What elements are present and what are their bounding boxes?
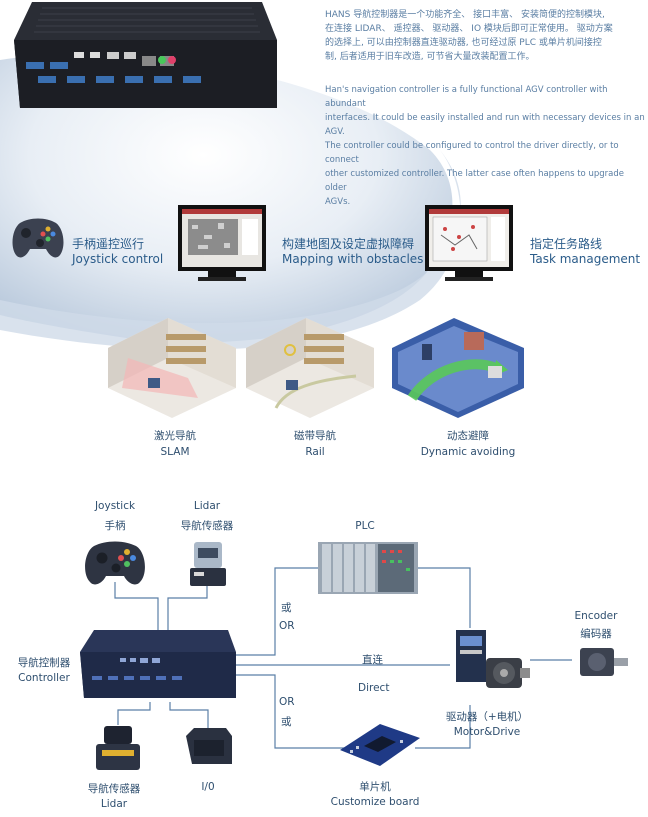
- intro-cn: HANS 导航控制器是一个功能齐全、 接口丰富、 安装简便的控制模块, 在连接 …: [325, 8, 640, 64]
- intro-cn-line: 制, 后者适用于旧车改造, 可节省大量改装配置工作。: [325, 52, 535, 62]
- diagram-direct-cn: 直连: [362, 654, 383, 666]
- feature-joystick-en: Joystick control: [72, 252, 164, 266]
- feature-mapping-cn: 构建地图及设定虚拟障碍: [282, 237, 415, 251]
- diagram-plc-en: PLC: [355, 520, 375, 532]
- diagram-motor-en: Motor&Drive: [453, 726, 521, 738]
- diagram-board-cn: 单片机: [359, 781, 391, 793]
- intro-en-line: interfaces. It could be easily installed…: [325, 113, 645, 137]
- background-swoosh: [0, 54, 461, 350]
- slam-scene-image: [108, 318, 236, 418]
- dynamic-avoid-scene-image: [392, 318, 524, 418]
- gamepad-icon: [85, 541, 145, 585]
- lidar-sensor-image: [190, 542, 226, 586]
- diagram-joystick-en: Joystick: [94, 500, 136, 512]
- diagram-lidar-bottom-cn: 导航传感器: [87, 783, 141, 795]
- plc-image: [318, 542, 418, 594]
- intro-cn-line: 的选择上, 可以由控制器直连驱动器, 也可经过原 PLC 或单片机间接控: [325, 38, 602, 48]
- encoder-image: [580, 648, 628, 676]
- diagram-controller-en: Controller: [18, 672, 70, 684]
- feature-mapping-en: Mapping with obstacles: [282, 252, 424, 266]
- intro-en: Han's navigation controller is a fully f…: [325, 83, 645, 209]
- diagram-or-top-en: OR: [279, 620, 295, 632]
- io-module-image: [186, 728, 232, 764]
- nav-rail-en: Rail: [305, 446, 325, 458]
- nav-slam-cn: 激光导航: [154, 430, 196, 442]
- feature-task-cn: 指定任务路线: [530, 237, 603, 251]
- nav-dynamic-en: Dynamic avoiding: [420, 446, 516, 458]
- diagram-encoder-cn: 编码器: [580, 628, 612, 640]
- diagram-direct-en: Direct: [358, 682, 390, 694]
- diagram-or-top-cn: 或: [281, 602, 292, 614]
- intro-en-line: The controller could be configured to co…: [325, 141, 619, 165]
- diagram-motor-cn: 驱动器（+电机）: [445, 711, 529, 723]
- diagram-board-en: Customize board: [330, 796, 420, 808]
- rail-scene-image: [246, 318, 374, 418]
- diagram-lidar-bottom-en: Lidar: [100, 798, 128, 810]
- intro-en-line: other customized controller. The latter …: [325, 169, 624, 193]
- diagram-or-bottom-en: OR: [279, 696, 295, 708]
- nav-slam-en: SLAM: [160, 446, 190, 458]
- nav-dynamic-cn: 动态避障: [447, 430, 489, 442]
- diagram-controller-cn: 导航控制器: [17, 657, 71, 669]
- task-monitor-image: [425, 205, 513, 281]
- customize-board-image: [340, 724, 420, 766]
- connection-lines: [114, 567, 572, 749]
- mapping-monitor-image: [178, 205, 266, 281]
- controller-device-image: [80, 630, 236, 698]
- diagram-joystick-cn: 手柄: [104, 520, 126, 532]
- motor-drive-image: [456, 630, 530, 688]
- feature-joystick-cn: 手柄遥控巡行: [72, 237, 145, 251]
- intro-en-line: Han's navigation controller is a fully f…: [325, 85, 608, 109]
- diagram-or-bottom-cn: 或: [281, 716, 292, 728]
- lidar-sensor-image: [96, 726, 140, 770]
- intro-cn-line: HANS 导航控制器是一个功能齐全、 接口丰富、 安装简便的控制模块,: [325, 10, 605, 20]
- intro-en-line: AGVs.: [325, 197, 351, 207]
- diagram-lidar-top-en: Lidar: [193, 500, 221, 512]
- controller-box-image: [14, 2, 277, 108]
- feature-task-en: Task management: [530, 252, 641, 266]
- gamepad-icon: [12, 218, 64, 258]
- diagram-lidar-top-cn: 导航传感器: [180, 520, 234, 532]
- intro-cn-line: 在连接 LIDAR、 遥控器、 驱动器、 IO 模块后即可正常使用。 驱动方案: [325, 24, 613, 34]
- diagram-encoder-en: Encoder: [574, 610, 618, 622]
- diagram-io-en: I/0: [201, 781, 215, 793]
- nav-rail-cn: 磁带导航: [294, 430, 336, 442]
